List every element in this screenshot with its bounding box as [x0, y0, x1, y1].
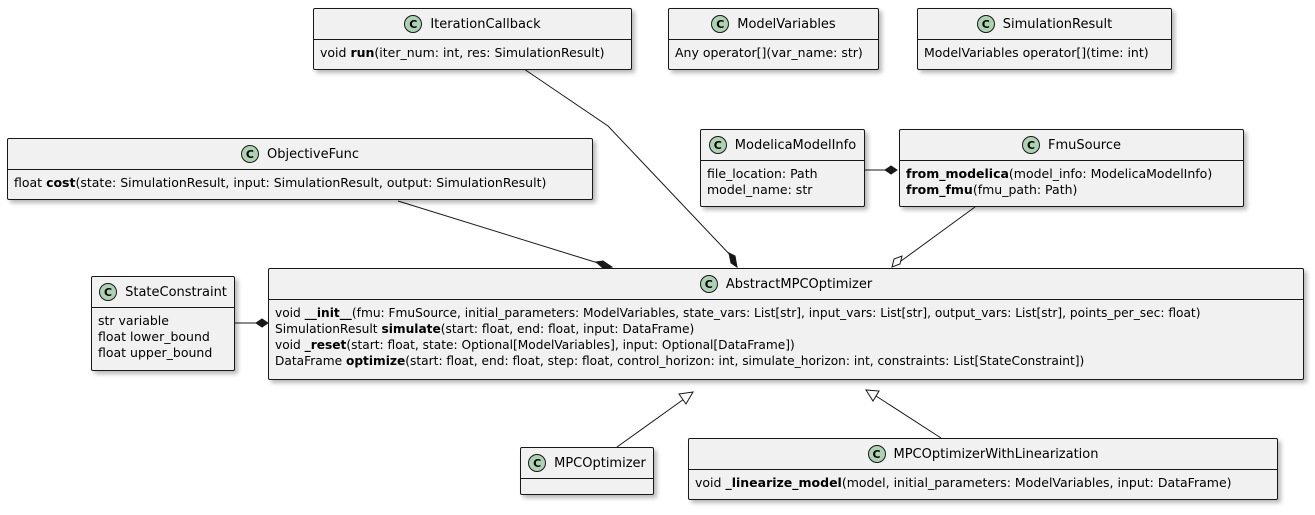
member: from_fmu(fmu_path: Path) — [906, 182, 1078, 197]
class-header: C ModelVariables — [669, 9, 878, 40]
class-header: C MPCOptimizerWithLinearization — [689, 439, 1277, 470]
class-name: AbstractMPCOptimizer — [725, 276, 873, 292]
member: float lower_bound — [98, 329, 210, 344]
class-header: C MPCOptimizer — [521, 448, 653, 479]
member: Any operator[](var_name: str) — [675, 45, 863, 60]
class-header: C IterationCallback — [314, 9, 631, 40]
class-name: MPCOptimizerWithLinearization — [893, 446, 1099, 462]
class-icon: C — [976, 15, 995, 33]
class-members: void _linearize_model(model, initial_par… — [695, 475, 1273, 491]
class-name: MPCOptimizer — [554, 455, 646, 471]
class-name: FmuSource — [1047, 137, 1122, 153]
member: DataFrame optimize(start: float, end: fl… — [275, 354, 1085, 368]
member: void _reset(start: float, state: Optiona… — [275, 338, 795, 352]
composition-diamond — [728, 252, 738, 269]
class-name: SimulationResult — [1002, 16, 1113, 32]
class-icon: C — [699, 275, 718, 293]
edge-mpcoptimizer-abstractmpcoptimizer — [616, 398, 685, 448]
member: void _linearize_model(model, initial_par… — [695, 475, 1232, 490]
class-name: ModelicaModelInfo — [734, 137, 857, 153]
class-header: C ObjectiveFunc — [8, 139, 592, 170]
edge-objectivefunc-abstractmpcoptimizer — [397, 200, 599, 264]
class-fmusource[interactable]: C FmuSource from_modelica(model_info: Mo… — [899, 129, 1244, 207]
class-mpcoptimizer[interactable]: C MPCOptimizer — [520, 447, 654, 495]
class-name: ObjectiveFunc — [266, 146, 360, 162]
class-iterationcallback[interactable]: C IterationCallback void run(iter_num: i… — [313, 8, 632, 70]
class-icon: C — [528, 454, 547, 472]
class-header: C FmuSource — [900, 130, 1243, 161]
class-abstractmpcoptimizer[interactable]: C AbstractMPCOptimizer void __init__(fmu… — [268, 268, 1304, 380]
class-members: void __init__(fmu: FmuSource, initial_pa… — [275, 305, 1299, 369]
class-header: C AbstractMPCOptimizer — [269, 269, 1303, 300]
class-header: C StateConstraint — [92, 277, 234, 308]
member: model_name: str — [707, 182, 813, 197]
class-header: C SimulationResult — [918, 9, 1171, 40]
class-members: float cost(state: SimulationResult, inpu… — [14, 175, 588, 191]
class-icon: C — [708, 136, 727, 154]
member: file_location: Path — [707, 166, 818, 181]
member: float cost(state: SimulationResult, inpu… — [14, 175, 547, 190]
member: ModelVariables operator[](time: int) — [924, 45, 1149, 60]
class-icon: C — [99, 283, 118, 301]
class-name: IterationCallback — [430, 16, 541, 32]
class-stateconstraint[interactable]: C StateConstraint str variable float low… — [91, 276, 235, 371]
class-members: Any operator[](var_name: str) — [675, 45, 874, 61]
member: from_modelica(model_info: ModelicaModelI… — [906, 166, 1213, 181]
edge-iterationcallback-abstractmpcoptimizer — [523, 68, 734, 259]
class-members: str variable float lower_bound float upp… — [98, 313, 230, 361]
composition-diamond — [884, 165, 898, 175]
member: void __init__(fmu: FmuSource, initial_pa… — [275, 306, 1201, 320]
class-name: StateConstraint — [125, 284, 227, 300]
class-modelvariables[interactable]: C ModelVariables Any operator[](var_name… — [668, 8, 879, 70]
inheritance-triangle — [865, 389, 880, 402]
class-objectivefunc[interactable]: C ObjectiveFunc float cost(state: Simula… — [7, 138, 593, 200]
class-name: ModelVariables — [737, 16, 836, 32]
member: str variable — [98, 313, 169, 328]
edge-mpcoptimizerwithlinearization-abstractmpcoptimizer — [875, 395, 942, 439]
member: float upper_bound — [98, 345, 213, 360]
class-icon: C — [867, 445, 886, 463]
inheritance-triangle — [678, 391, 694, 405]
class-icon: C — [240, 145, 259, 163]
class-members: void run(iter_num: int, res: SimulationR… — [320, 45, 627, 61]
member: void run(iter_num: int, res: SimulationR… — [320, 45, 605, 60]
edge-fmusource-abstractmpcoptimizer — [900, 206, 976, 262]
class-icon: C — [404, 15, 423, 33]
class-members: file_location: Path model_name: str — [707, 166, 860, 198]
class-modelicamodelinfo[interactable]: C ModelicaModelInfo file_location: Path … — [700, 129, 865, 207]
class-simulationresult[interactable]: C SimulationResult ModelVariables operat… — [917, 8, 1172, 70]
class-icon: C — [1021, 136, 1040, 154]
member: SimulationResult simulate(start: float, … — [275, 322, 695, 336]
class-mpcoptimizerwithlinearization[interactable]: C MPCOptimizerWithLinearization void _li… — [688, 438, 1278, 500]
aggregation-diamond — [891, 255, 903, 268]
class-members: ModelVariables operator[](time: int) — [924, 45, 1167, 61]
class-members: from_modelica(model_info: ModelicaModelI… — [906, 166, 1239, 198]
composition-diamond — [255, 318, 269, 328]
class-icon: C — [711, 15, 730, 33]
class-header: C ModelicaModelInfo — [701, 130, 864, 161]
